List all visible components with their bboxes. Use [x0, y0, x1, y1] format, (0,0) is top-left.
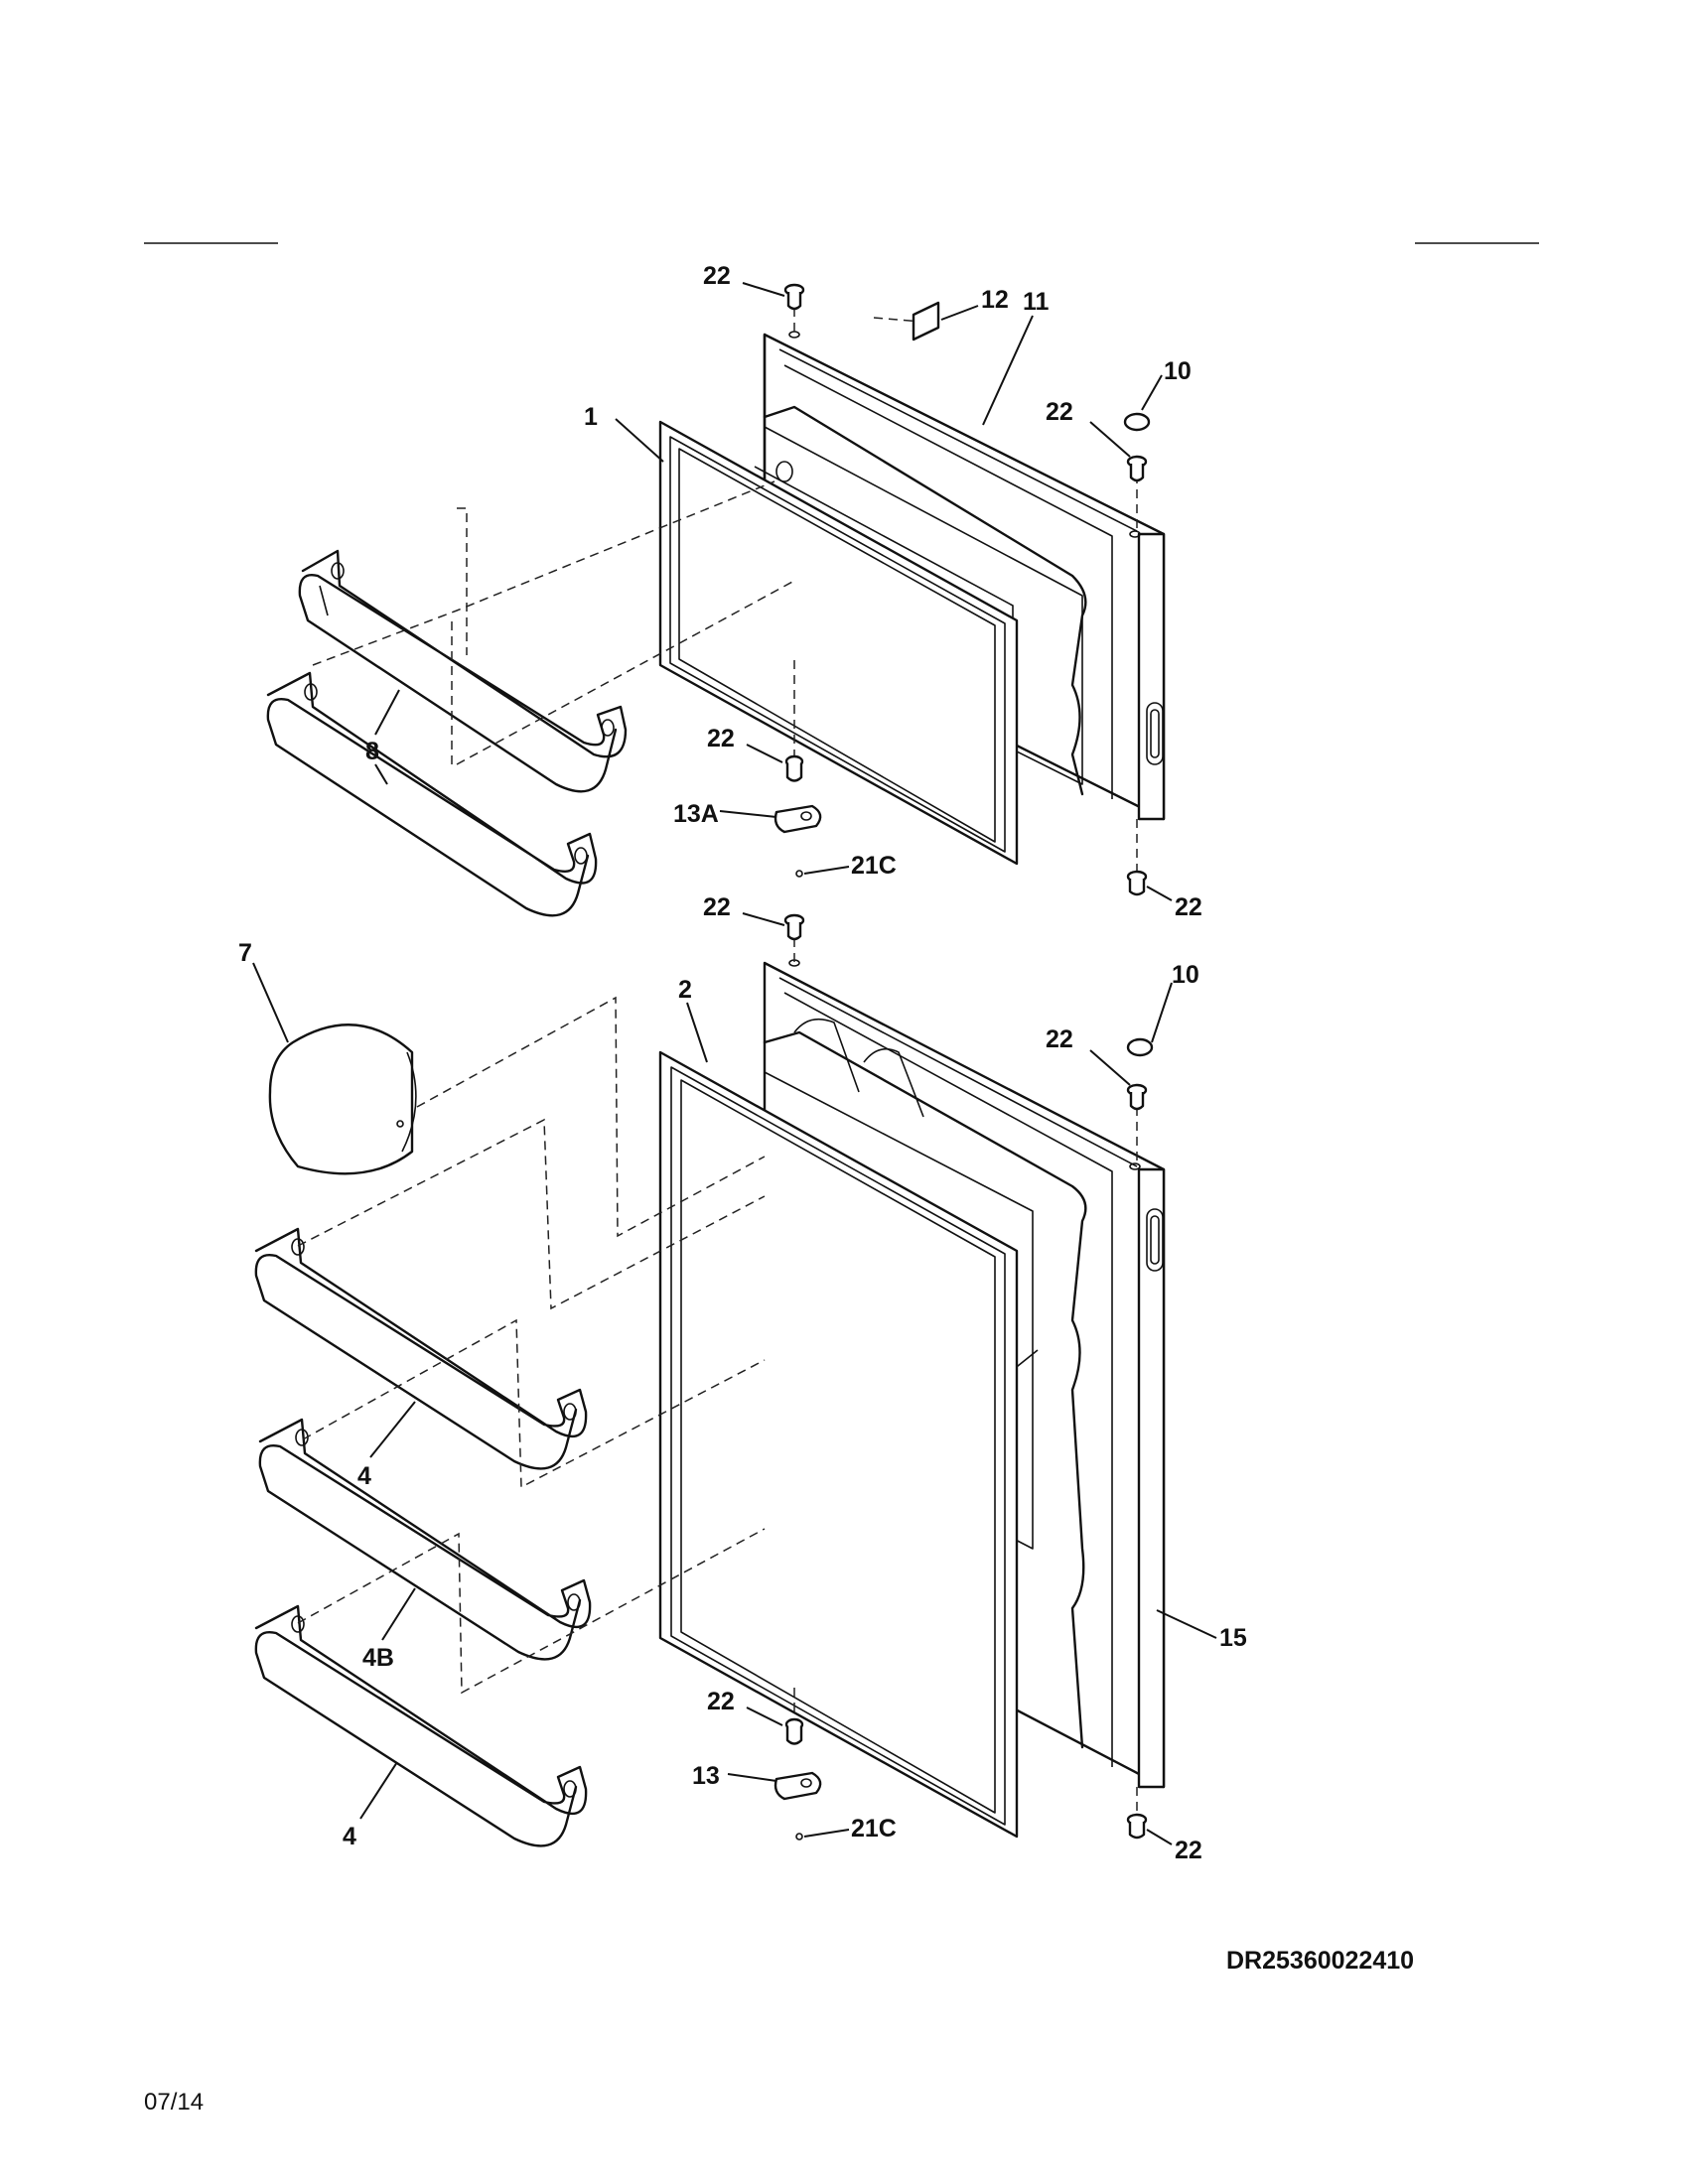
hinge-pin-upper — [784, 754, 804, 782]
freezer-door-shelf-upper — [298, 549, 628, 793]
hinge-bracket-13 — [774, 1771, 822, 1801]
hinge-pin-lower-right — [1126, 1813, 1148, 1840]
guide-line — [416, 996, 766, 1238]
leader-13 — [727, 1773, 777, 1782]
leader-4-upper — [369, 1401, 416, 1458]
label-12 — [912, 301, 940, 341]
fresh-food-door-shelf-top — [254, 1227, 588, 1470]
leader-8-b — [374, 763, 388, 785]
callout-12: 12 — [981, 286, 1009, 314]
washer-lower — [795, 1833, 803, 1841]
callout-10: 10 — [1164, 357, 1192, 385]
freezer-door-shelf-lower — [266, 671, 598, 917]
screw-middle — [783, 913, 805, 941]
callout-22: 22 — [1175, 1837, 1202, 1864]
guide-line — [297, 1528, 766, 1695]
screw-top — [783, 283, 805, 311]
leader-7 — [252, 962, 289, 1043]
leader-11 — [982, 315, 1034, 426]
leader-22-upper-bottom-right — [1146, 886, 1173, 901]
leader-22-lower-hinge — [746, 1706, 783, 1726]
callout-22: 22 — [1175, 893, 1202, 921]
leader-13A — [719, 810, 777, 818]
hinge-pin-upper-right — [1126, 870, 1148, 896]
washer-upper — [795, 870, 803, 878]
leader-10-lower — [1151, 982, 1173, 1043]
callout-21C: 21C — [851, 1815, 897, 1843]
hinge-bracket-13A — [774, 804, 822, 834]
guide-line — [456, 580, 795, 765]
callout-22: 22 — [1046, 398, 1073, 426]
leader-21C-upper — [803, 866, 850, 875]
callout-4B: 4B — [362, 1644, 394, 1672]
callout-11: 11 — [1023, 288, 1050, 316]
freezer-door-gasket — [658, 420, 1019, 866]
callout-22: 22 — [1046, 1025, 1073, 1053]
fresh-food-door-gasket — [658, 1050, 1019, 1839]
plug-button-upper — [1123, 412, 1151, 432]
guide-line — [457, 507, 468, 655]
leader-22-middle — [742, 912, 785, 926]
leader-22-upper-hinge — [746, 744, 783, 763]
leader-2 — [686, 1002, 708, 1063]
leader-12 — [940, 305, 979, 321]
callout-13A: 13A — [673, 800, 719, 828]
screw-upper-right — [1126, 455, 1148, 482]
callout-1: 1 — [584, 403, 598, 431]
callout-22: 22 — [703, 893, 731, 921]
screw-lower-right — [1126, 1083, 1148, 1111]
callout-4: 4 — [357, 1462, 371, 1490]
callout-10: 10 — [1172, 961, 1199, 989]
guide-line — [302, 1318, 766, 1489]
leader-22-upper-right — [1089, 421, 1131, 458]
fresh-food-door-shelf-middle — [258, 1418, 592, 1661]
guide-line — [297, 1118, 766, 1310]
leader-15 — [1156, 1609, 1217, 1639]
fresh-food-door-shelf-bottom — [254, 1604, 588, 1847]
callout-7: 7 — [238, 939, 252, 967]
leader-21C-lower — [803, 1829, 850, 1838]
callout-22: 22 — [703, 262, 731, 290]
revision-date: 07/14 — [144, 2089, 204, 2116]
leader-22-lower-right — [1089, 1049, 1131, 1086]
callout-13: 13 — [692, 1762, 720, 1790]
callout-22: 22 — [707, 725, 735, 752]
callout-4: 4 — [343, 1823, 356, 1850]
leader-1 — [615, 418, 664, 463]
leader-22-lower-bottom-right — [1146, 1829, 1173, 1845]
callout-21C: 21C — [851, 852, 897, 880]
callout-22: 22 — [707, 1688, 735, 1715]
dairy-canister — [268, 1024, 417, 1175]
guide-line — [312, 480, 775, 666]
hinge-pin-lower — [784, 1717, 804, 1745]
leader-4B — [381, 1587, 416, 1641]
leader-10-upper — [1141, 374, 1163, 411]
callout-15: 15 — [1219, 1624, 1247, 1652]
callout-8: 8 — [365, 738, 379, 765]
diagram-code: DR25360022410 — [1226, 1947, 1414, 1975]
leader-8-a — [374, 689, 400, 736]
leader-4-lower — [359, 1761, 398, 1820]
plug-button-lower — [1126, 1037, 1154, 1057]
callout-2: 2 — [678, 976, 692, 1004]
leader-22-top — [742, 282, 785, 297]
